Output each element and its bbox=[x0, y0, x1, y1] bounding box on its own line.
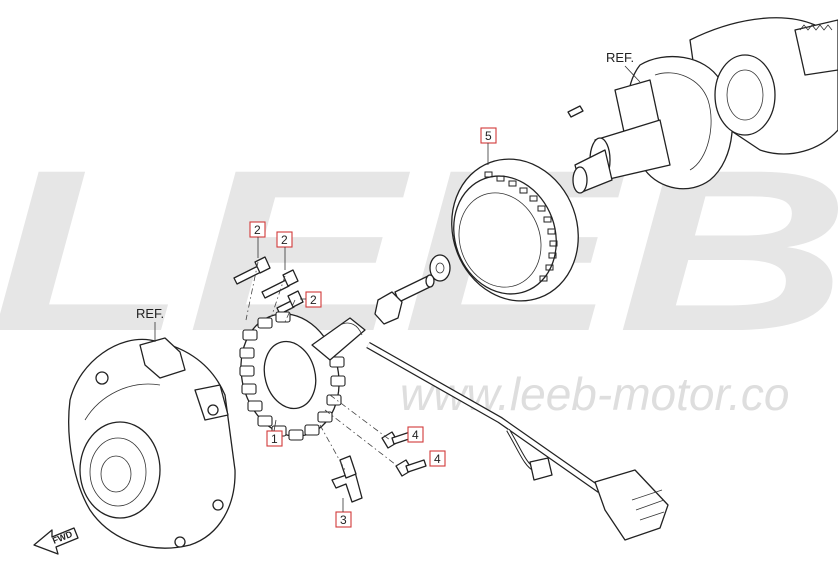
callout-2c: 2 bbox=[300, 291, 322, 308]
flywheel-bolt bbox=[374, 274, 435, 325]
svg-text:5: 5 bbox=[485, 129, 492, 143]
harness-clamp bbox=[331, 455, 363, 503]
wiring-harness bbox=[366, 341, 669, 541]
stator bbox=[239, 311, 366, 441]
magneto-cover bbox=[68, 337, 236, 549]
svg-text:1: 1 bbox=[271, 432, 278, 446]
ref-leader-crankshaft bbox=[624, 65, 641, 83]
svg-text:3: 3 bbox=[340, 513, 347, 527]
flywheel-rotor bbox=[451, 158, 579, 302]
ref-label-crankshaft: REF. bbox=[606, 50, 634, 65]
callout-2b: 2 bbox=[276, 231, 293, 270]
assembly-centerlines bbox=[245, 261, 401, 471]
svg-text:4: 4 bbox=[412, 428, 419, 442]
callout-2a: 2 bbox=[249, 221, 266, 258]
washer bbox=[429, 254, 451, 282]
crankshaft bbox=[567, 17, 838, 194]
callout-4b: 4 bbox=[429, 450, 446, 467]
url-watermark: www.leeb-motor.co bbox=[400, 368, 789, 420]
svg-text:4: 4 bbox=[434, 452, 441, 466]
forward-direction-arrow: FWD bbox=[33, 527, 79, 555]
stator-bolts bbox=[233, 256, 304, 315]
svg-text:2: 2 bbox=[310, 293, 317, 307]
callout-4a: 4 bbox=[407, 426, 424, 443]
callout-3: 3 bbox=[335, 498, 352, 528]
ref-label-cover: REF. bbox=[136, 306, 164, 321]
callout-1: 1 bbox=[266, 419, 283, 447]
svg-text:2: 2 bbox=[281, 233, 288, 247]
svg-text:2: 2 bbox=[254, 223, 261, 237]
callout-5: 5 bbox=[480, 127, 497, 165]
harness-bolts bbox=[381, 431, 427, 477]
